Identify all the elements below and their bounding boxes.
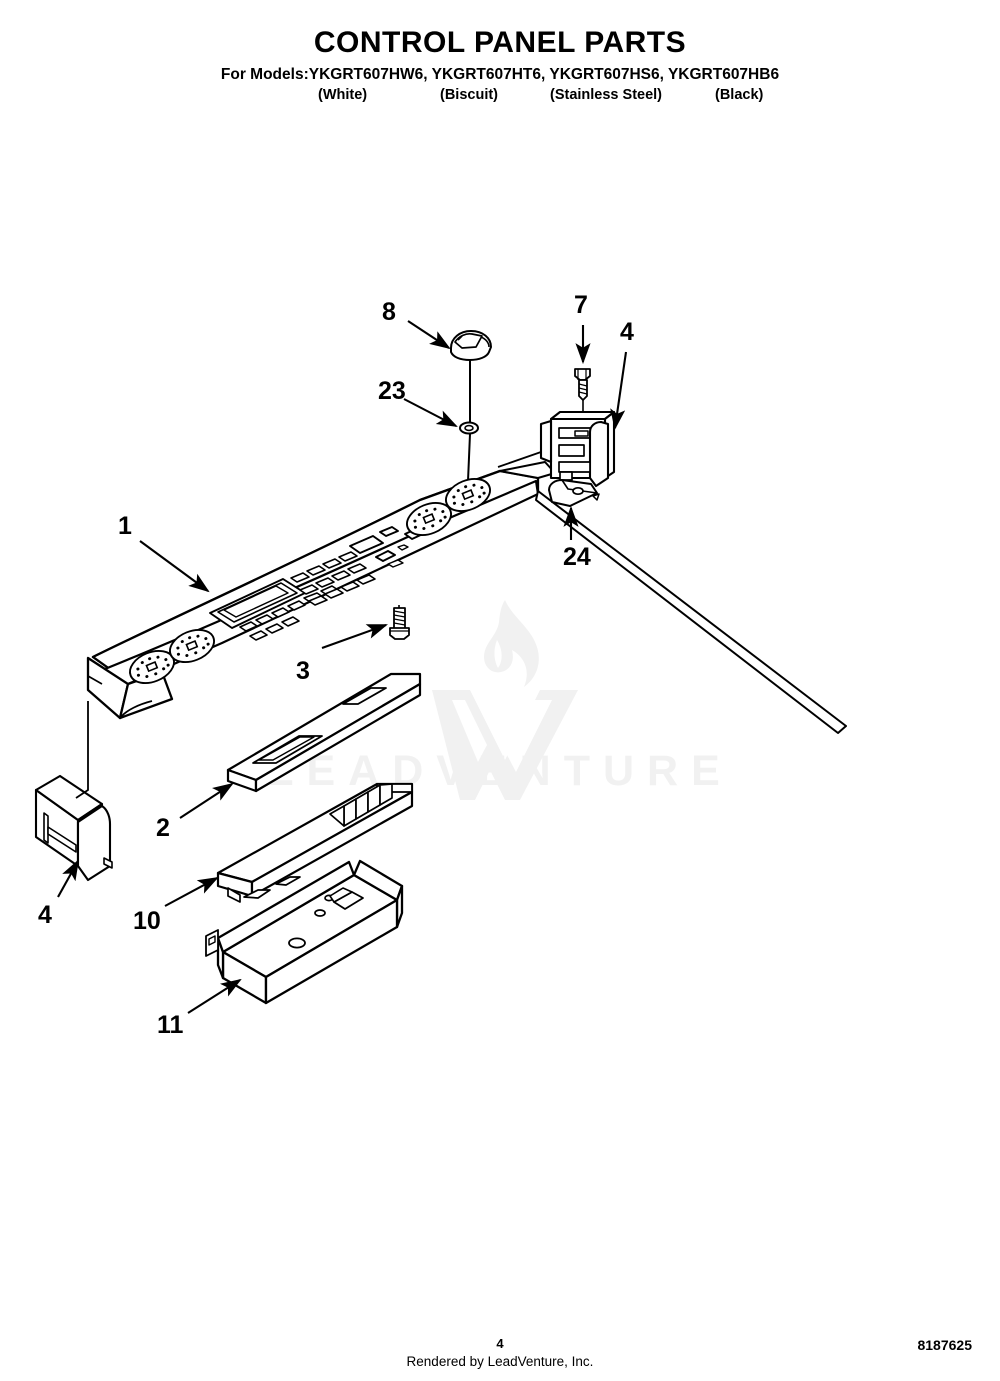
- callout-24[interactable]: 24: [563, 543, 591, 571]
- finish-label-stainless: (Stainless Steel): [550, 87, 663, 103]
- part-2-panel-overlay: [226, 672, 422, 793]
- callout-10[interactable]: 10: [133, 907, 161, 935]
- callout-1[interactable]: 1: [118, 512, 132, 540]
- footer-rendered-by: Rendered by LeadVenture, Inc.: [406, 1354, 594, 1369]
- part-4-end-cap-right: [539, 410, 616, 488]
- footer-part-number: 8187625: [917, 1337, 972, 1353]
- part-23-knob-bezel-ring: [459, 421, 479, 435]
- end-cap-left-leader: [75, 701, 89, 799]
- part-24-clip: [548, 479, 600, 507]
- part-4-end-cap-left: [34, 774, 113, 882]
- finish-label-black: (Black): [715, 87, 764, 103]
- callout-8[interactable]: 8: [382, 298, 396, 326]
- callout-11[interactable]: 11: [157, 1011, 184, 1039]
- part-3-screw: [389, 605, 410, 640]
- knob-shaft-line: [467, 360, 471, 482]
- svg-text:LEADVENTURE: LEADVENTURE: [267, 747, 733, 795]
- callout-2[interactable]: 2: [156, 814, 170, 842]
- page-header: CONTROL PANEL PARTS For Models:YKGRT607H…: [0, 26, 1000, 107]
- part-10-manifold-cover: [216, 782, 414, 903]
- callout-4-left[interactable]: 4: [38, 901, 52, 929]
- page-title: CONTROL PANEL PARTS: [313, 26, 687, 59]
- callout-leader-lines: [57, 320, 628, 1014]
- end-cap-right-leader: [497, 451, 542, 468]
- part-11-manifold-panel-box: [205, 859, 404, 1005]
- footer-page-number: 4: [496, 1336, 504, 1351]
- finish-label-white: (White): [318, 87, 368, 103]
- part-8-knob: [450, 330, 492, 361]
- models-line: For Models:YKGRT607HW6, YKGRT607HT6, YKG…: [220, 66, 780, 83]
- leadventure-watermark: LEADVENTURE: [267, 600, 733, 800]
- finish-label-biscuit: (Biscuit): [440, 87, 498, 103]
- callout-23[interactable]: 23: [378, 377, 406, 405]
- callout-3[interactable]: 3: [296, 657, 310, 685]
- callout-4-right[interactable]: 4: [620, 318, 634, 346]
- callout-7[interactable]: 7: [574, 291, 588, 319]
- panel-face-graphics: [209, 526, 426, 641]
- finish-labels: (White) (Biscuit) (Stainless Steel) (Bla…: [0, 87, 1000, 107]
